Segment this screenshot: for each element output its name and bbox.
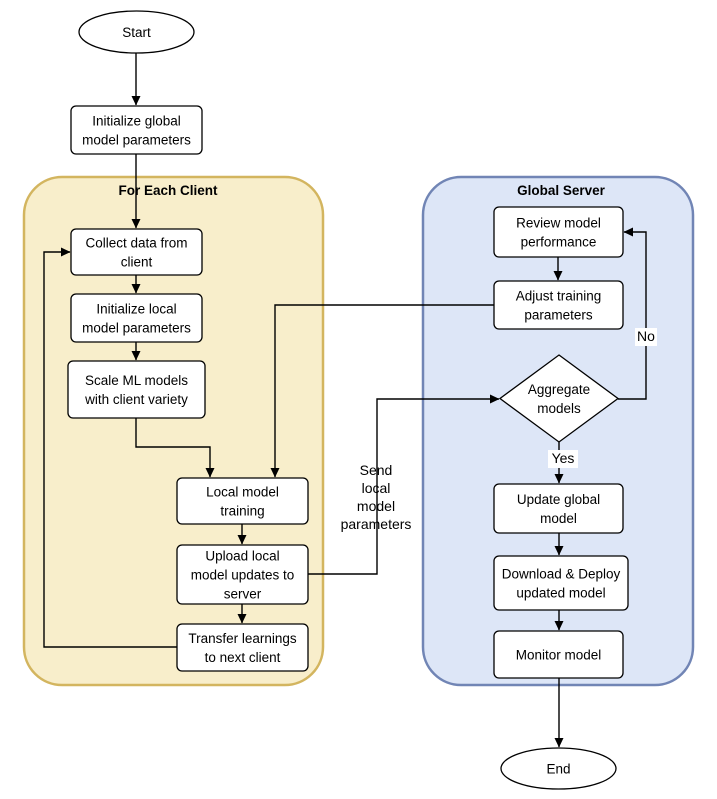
edge-label-send-local-model-parameters: Send local model parameters [341, 462, 412, 532]
process-box [493, 555, 629, 611]
node-adjust-label: parameters [524, 308, 593, 323]
node-upload-label: Upload local [205, 549, 279, 564]
node-upload-label: server [224, 587, 262, 602]
node-deploy: Download & Deploy updated model [493, 555, 629, 611]
node-scale-label: with client variety [84, 392, 188, 407]
process-box [493, 630, 624, 679]
edge-adjust-to-local-train [270, 304, 494, 478]
node-aggregate: Aggregate models [498, 354, 620, 443]
edge-aggregate-to-review [618, 227, 647, 400]
node-update-global-label: Update global [517, 492, 600, 507]
node-deploy-label: updated model [516, 586, 605, 601]
process-box [493, 483, 624, 534]
node-monitor: Monitor model [493, 630, 624, 679]
process-box [176, 477, 309, 525]
node-local-train-label: Local model [206, 485, 279, 500]
node-end: End [500, 747, 617, 790]
node-adjust-label: Adjust training [516, 289, 602, 304]
node-collect-label: client [121, 255, 153, 270]
node-init-local-label: model parameters [82, 321, 191, 336]
edge-label-line: No [637, 328, 655, 344]
process-box [70, 228, 203, 276]
process-box [493, 280, 624, 330]
terminator-shape [78, 10, 195, 54]
edge-label-no: No [635, 328, 657, 346]
node-scale-label: Scale ML models [85, 373, 188, 388]
process-box [493, 206, 624, 258]
process-box [176, 544, 309, 605]
edge-label-yes: Yes [548, 450, 578, 468]
process-box [70, 293, 203, 343]
node-adjust: Adjust training parameters [493, 280, 624, 330]
node-transfer-label: Transfer learnings [188, 631, 297, 646]
node-aggregate-label: models [537, 401, 581, 416]
node-init-global: Initialize global model parameters [70, 105, 203, 155]
node-scale: Scale ML models with client variety [67, 360, 206, 419]
edge-label-background [548, 450, 578, 468]
node-start: Start [78, 10, 195, 54]
node-start-label: Start [122, 25, 151, 40]
node-local-train-label: training [220, 504, 264, 519]
edges-layer [43, 53, 647, 748]
node-transfer-label: to next client [205, 650, 281, 665]
node-end-label: End [546, 762, 570, 777]
node-init-global-label: model parameters [82, 133, 191, 148]
node-init-local-label: Initialize local [96, 302, 176, 317]
edge-transfer-to-collect [43, 247, 177, 648]
node-aggregate-label: Aggregate [528, 382, 590, 397]
edge-label-line: Yes [552, 450, 575, 466]
node-collect: Collect data from client [70, 228, 203, 276]
node-review: Review model performance [493, 206, 624, 258]
decision-diamond [498, 354, 620, 443]
node-local-train: Local model training [176, 477, 309, 525]
terminator-shape [500, 747, 617, 790]
edge-label-line: model [357, 498, 395, 514]
edge-scale-to-local-train [135, 418, 215, 478]
lane-client-title: For Each Client [118, 183, 218, 198]
node-init-local: Initialize local model parameters [70, 293, 203, 343]
node-update-global: Update global model [493, 483, 624, 534]
node-deploy-label: Download & Deploy [502, 567, 621, 582]
node-init-global-label: Initialize global [92, 114, 181, 129]
process-box [176, 623, 309, 672]
node-upload: Upload local model updates to server [176, 544, 309, 605]
process-box [70, 105, 203, 155]
process-box [67, 360, 206, 419]
node-transfer: Transfer learnings to next client [176, 623, 309, 672]
node-upload-label: model updates to [191, 568, 295, 583]
edge-label-line: local [362, 480, 391, 496]
node-review-label: performance [521, 235, 597, 250]
node-collect-label: Collect data from [85, 236, 187, 251]
lane-server-title: Global Server [517, 183, 606, 198]
edge-upload-to-aggregate [308, 394, 500, 575]
node-monitor-label: Monitor model [516, 648, 602, 663]
node-review-label: Review model [516, 216, 601, 231]
edge-label-line: parameters [341, 516, 412, 532]
node-update-global-label: model [540, 511, 577, 526]
edge-label-line: Send [360, 462, 393, 478]
edge-label-background [635, 328, 657, 346]
